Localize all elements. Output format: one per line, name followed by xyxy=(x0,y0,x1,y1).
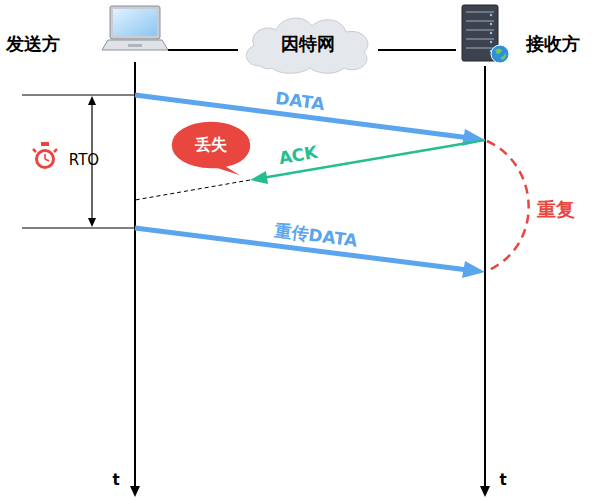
packet-label: DATA xyxy=(274,88,326,114)
node-label: 因特网 xyxy=(281,34,335,55)
rto-head xyxy=(88,96,96,105)
timer-icon xyxy=(33,142,57,169)
lost-path xyxy=(135,180,250,200)
duplicate-arc xyxy=(487,141,529,271)
node-label: 发送方 xyxy=(6,34,60,55)
node-label: 丢失 xyxy=(195,136,227,154)
retransmit-arrowhead xyxy=(462,261,485,278)
timeline-head xyxy=(480,486,490,497)
rto-line xyxy=(22,95,135,96)
receiver-node: 接收方 xyxy=(456,4,512,66)
ack-arrowhead xyxy=(250,171,268,184)
rto-line xyxy=(22,228,135,229)
duplicate-label: 重复 xyxy=(537,197,575,223)
sender-timeline xyxy=(134,62,136,488)
internet-cloud: 因特网 xyxy=(238,14,378,74)
sender-node: 发送方 xyxy=(100,4,168,52)
time-axis-label: t xyxy=(112,471,119,489)
network-link xyxy=(378,49,456,51)
node-label: 接收方 xyxy=(526,34,580,55)
laptop-shape xyxy=(100,4,168,52)
timeline-head xyxy=(130,486,140,497)
lost-bubble: 丢失 xyxy=(170,120,252,170)
timer-label: RTO xyxy=(69,151,99,169)
ack-arrow xyxy=(262,140,485,178)
receiver-timeline xyxy=(484,66,486,488)
rto-head xyxy=(88,218,96,227)
ack-label: ACK xyxy=(277,142,319,168)
network-link xyxy=(168,49,238,51)
server-shape xyxy=(456,4,512,66)
time-axis-label: t xyxy=(499,471,506,489)
